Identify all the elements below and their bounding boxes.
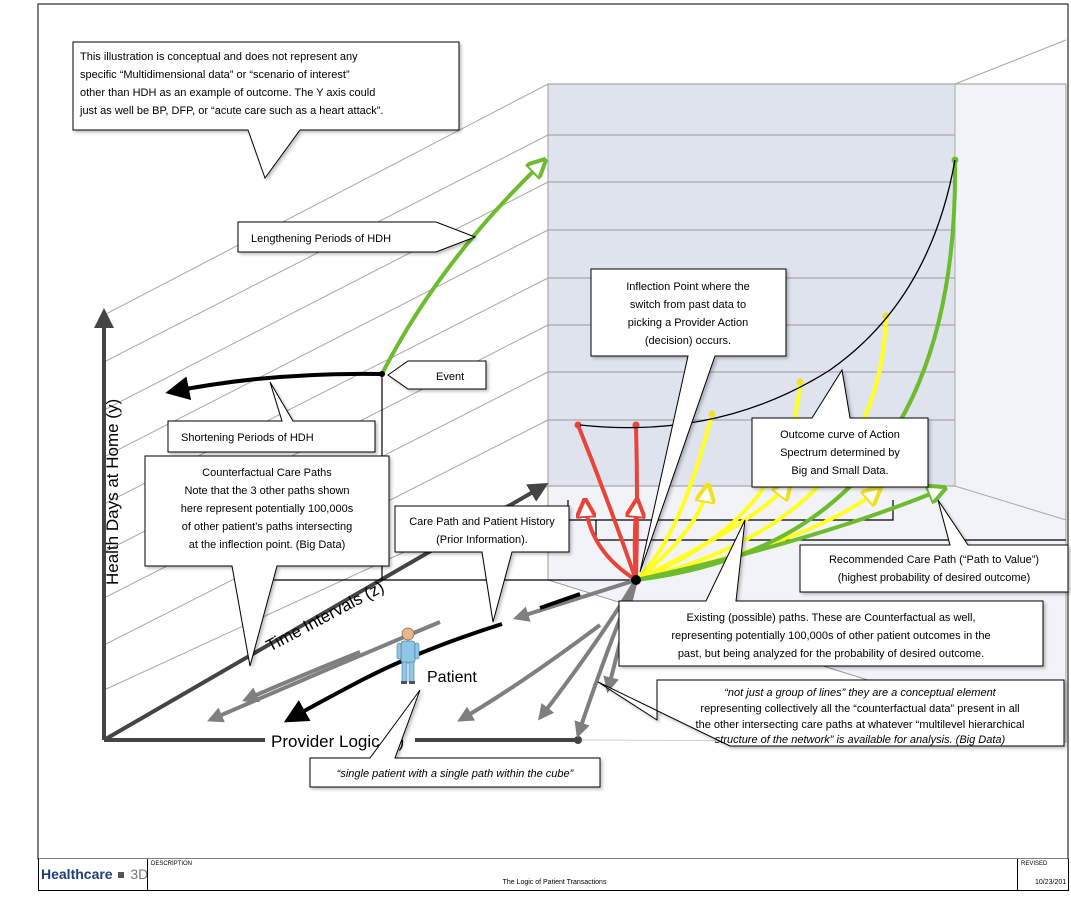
svg-text:at the inflection point. (Big: at the inflection point. (Big Data) bbox=[189, 539, 346, 551]
lengthening-arrow bbox=[380, 160, 545, 375]
svg-text:Note that the 3 other paths sh: Note that the 3 other paths shown bbox=[184, 485, 349, 497]
svg-text:of other patient’s paths inter: of other patient’s paths intersecting bbox=[182, 521, 352, 533]
callout-recommended bbox=[799, 499, 1069, 593]
svg-text:“single patient with a single: “single patient with a single path withi… bbox=[337, 768, 575, 780]
callouts: This illustration is conceptual and does… bbox=[72, 41, 1069, 788]
care-path-segment bbox=[539, 592, 581, 610]
revised-date: 10/23/201 bbox=[1035, 879, 1067, 886]
patient-care-path bbox=[283, 622, 503, 723]
y-axis-label: Health Days at Home (y) bbox=[103, 399, 122, 585]
svg-text:Lengthening Periods of HDH: Lengthening Periods of HDH bbox=[251, 233, 391, 245]
inflection-point-marker bbox=[631, 575, 641, 585]
svg-text:the other intersecting care pa: the other intersecting care paths at wha… bbox=[696, 719, 1025, 731]
svg-text:structure of the network” is: structure of the network” is available f… bbox=[715, 734, 1006, 746]
callout-not-just-lines bbox=[597, 679, 1065, 747]
svg-text:Shortening Periods of HDH: Shortening Periods of HDH bbox=[181, 432, 314, 444]
svg-text:(Prior Information).: (Prior Information). bbox=[436, 534, 528, 546]
brand-logo: Healthcare 3D bbox=[41, 866, 148, 882]
callout-event bbox=[387, 360, 487, 390]
callout-disclaimer bbox=[72, 41, 460, 180]
svg-text:Existing (possible) paths. The: Existing (possible) paths. These are Cou… bbox=[687, 612, 976, 624]
svg-text:specific “Multidimensional dat: specific “Multidimensional data” or “sce… bbox=[80, 69, 350, 81]
svg-text:Counterfactual Care Paths: Counterfactual Care Paths bbox=[202, 467, 332, 479]
svg-text:representing collectively all: representing collectively all the “count… bbox=[700, 703, 1019, 715]
callout-shortening bbox=[167, 381, 376, 453]
callout-single-patient bbox=[309, 689, 601, 788]
callout-lengthening bbox=[237, 221, 477, 253]
patient-icon bbox=[396, 627, 420, 684]
svg-text:Spectrum determined by: Spectrum determined by bbox=[780, 447, 900, 459]
brand-mark-icon bbox=[118, 872, 125, 878]
patient-label: Patient bbox=[427, 669, 477, 686]
outcome-curve bbox=[579, 159, 956, 429]
shortening-arrow bbox=[165, 371, 383, 401]
yellow-paths bbox=[634, 315, 888, 582]
callout-counterfactual bbox=[144, 455, 390, 667]
svg-text:This illustration is conceptua: This illustration is conceptual and does… bbox=[80, 51, 358, 63]
svg-text:“not just a group of lines” th: “not just a group of lines” they are a c… bbox=[724, 687, 996, 699]
callout-outcome-curve bbox=[751, 368, 929, 488]
svg-text:(highest probability of desire: (highest probability of desired outcome) bbox=[838, 572, 1031, 584]
callout-existing bbox=[618, 519, 1044, 667]
footer: Healthcare 3D DESCRIPTION The Logic of P… bbox=[38, 859, 1069, 891]
x-axis-label: Provider Logic (x) bbox=[271, 732, 404, 751]
svg-text:Big and Small Data.: Big and Small Data. bbox=[791, 465, 888, 477]
svg-text:picking a Provider Action: picking a Provider Action bbox=[628, 317, 748, 329]
footer-title: The Logic of Patient Transactions bbox=[502, 879, 607, 886]
svg-text:past, but being analyzed for t: past, but being analyzed for the probabi… bbox=[678, 648, 984, 660]
svg-text:other than HDH as an example o: other than HDH as an example of outcome.… bbox=[80, 87, 375, 99]
svg-text:Inflection Point where the: Inflection Point where the bbox=[626, 281, 750, 293]
brand-suffix: 3D bbox=[130, 866, 149, 882]
svg-text:Recommended Care Path (“Path t: Recommended Care Path (“Path to Value”) bbox=[829, 554, 1039, 566]
svg-text:here represent potentially 100: here represent potentially 100,000s bbox=[181, 503, 354, 515]
brand-name: Healthcare bbox=[41, 866, 113, 882]
recommended-path-arrow bbox=[635, 488, 945, 582]
svg-text:(decision) occurs.: (decision) occurs. bbox=[645, 335, 731, 347]
svg-text:Event: Event bbox=[436, 371, 464, 383]
svg-text:Care Path and Patient History: Care Path and Patient History bbox=[409, 516, 555, 528]
svg-text:Outcome curve of Action: Outcome curve of Action bbox=[780, 429, 900, 441]
svg-text:just as well be BP, DFP, or “a: just as well be BP, DFP, or “acute care … bbox=[79, 105, 383, 117]
revised-label: REVISED bbox=[1021, 861, 1048, 867]
red-paths bbox=[578, 424, 637, 582]
callout-care-path bbox=[394, 505, 570, 623]
svg-text:representing potentially 100,0: representing potentially 100,000s of oth… bbox=[671, 630, 990, 642]
description-label: DESCRIPTION bbox=[151, 861, 193, 867]
callout-inflection bbox=[590, 268, 787, 573]
svg-text:switch from past data to: switch from past data to bbox=[630, 299, 746, 311]
